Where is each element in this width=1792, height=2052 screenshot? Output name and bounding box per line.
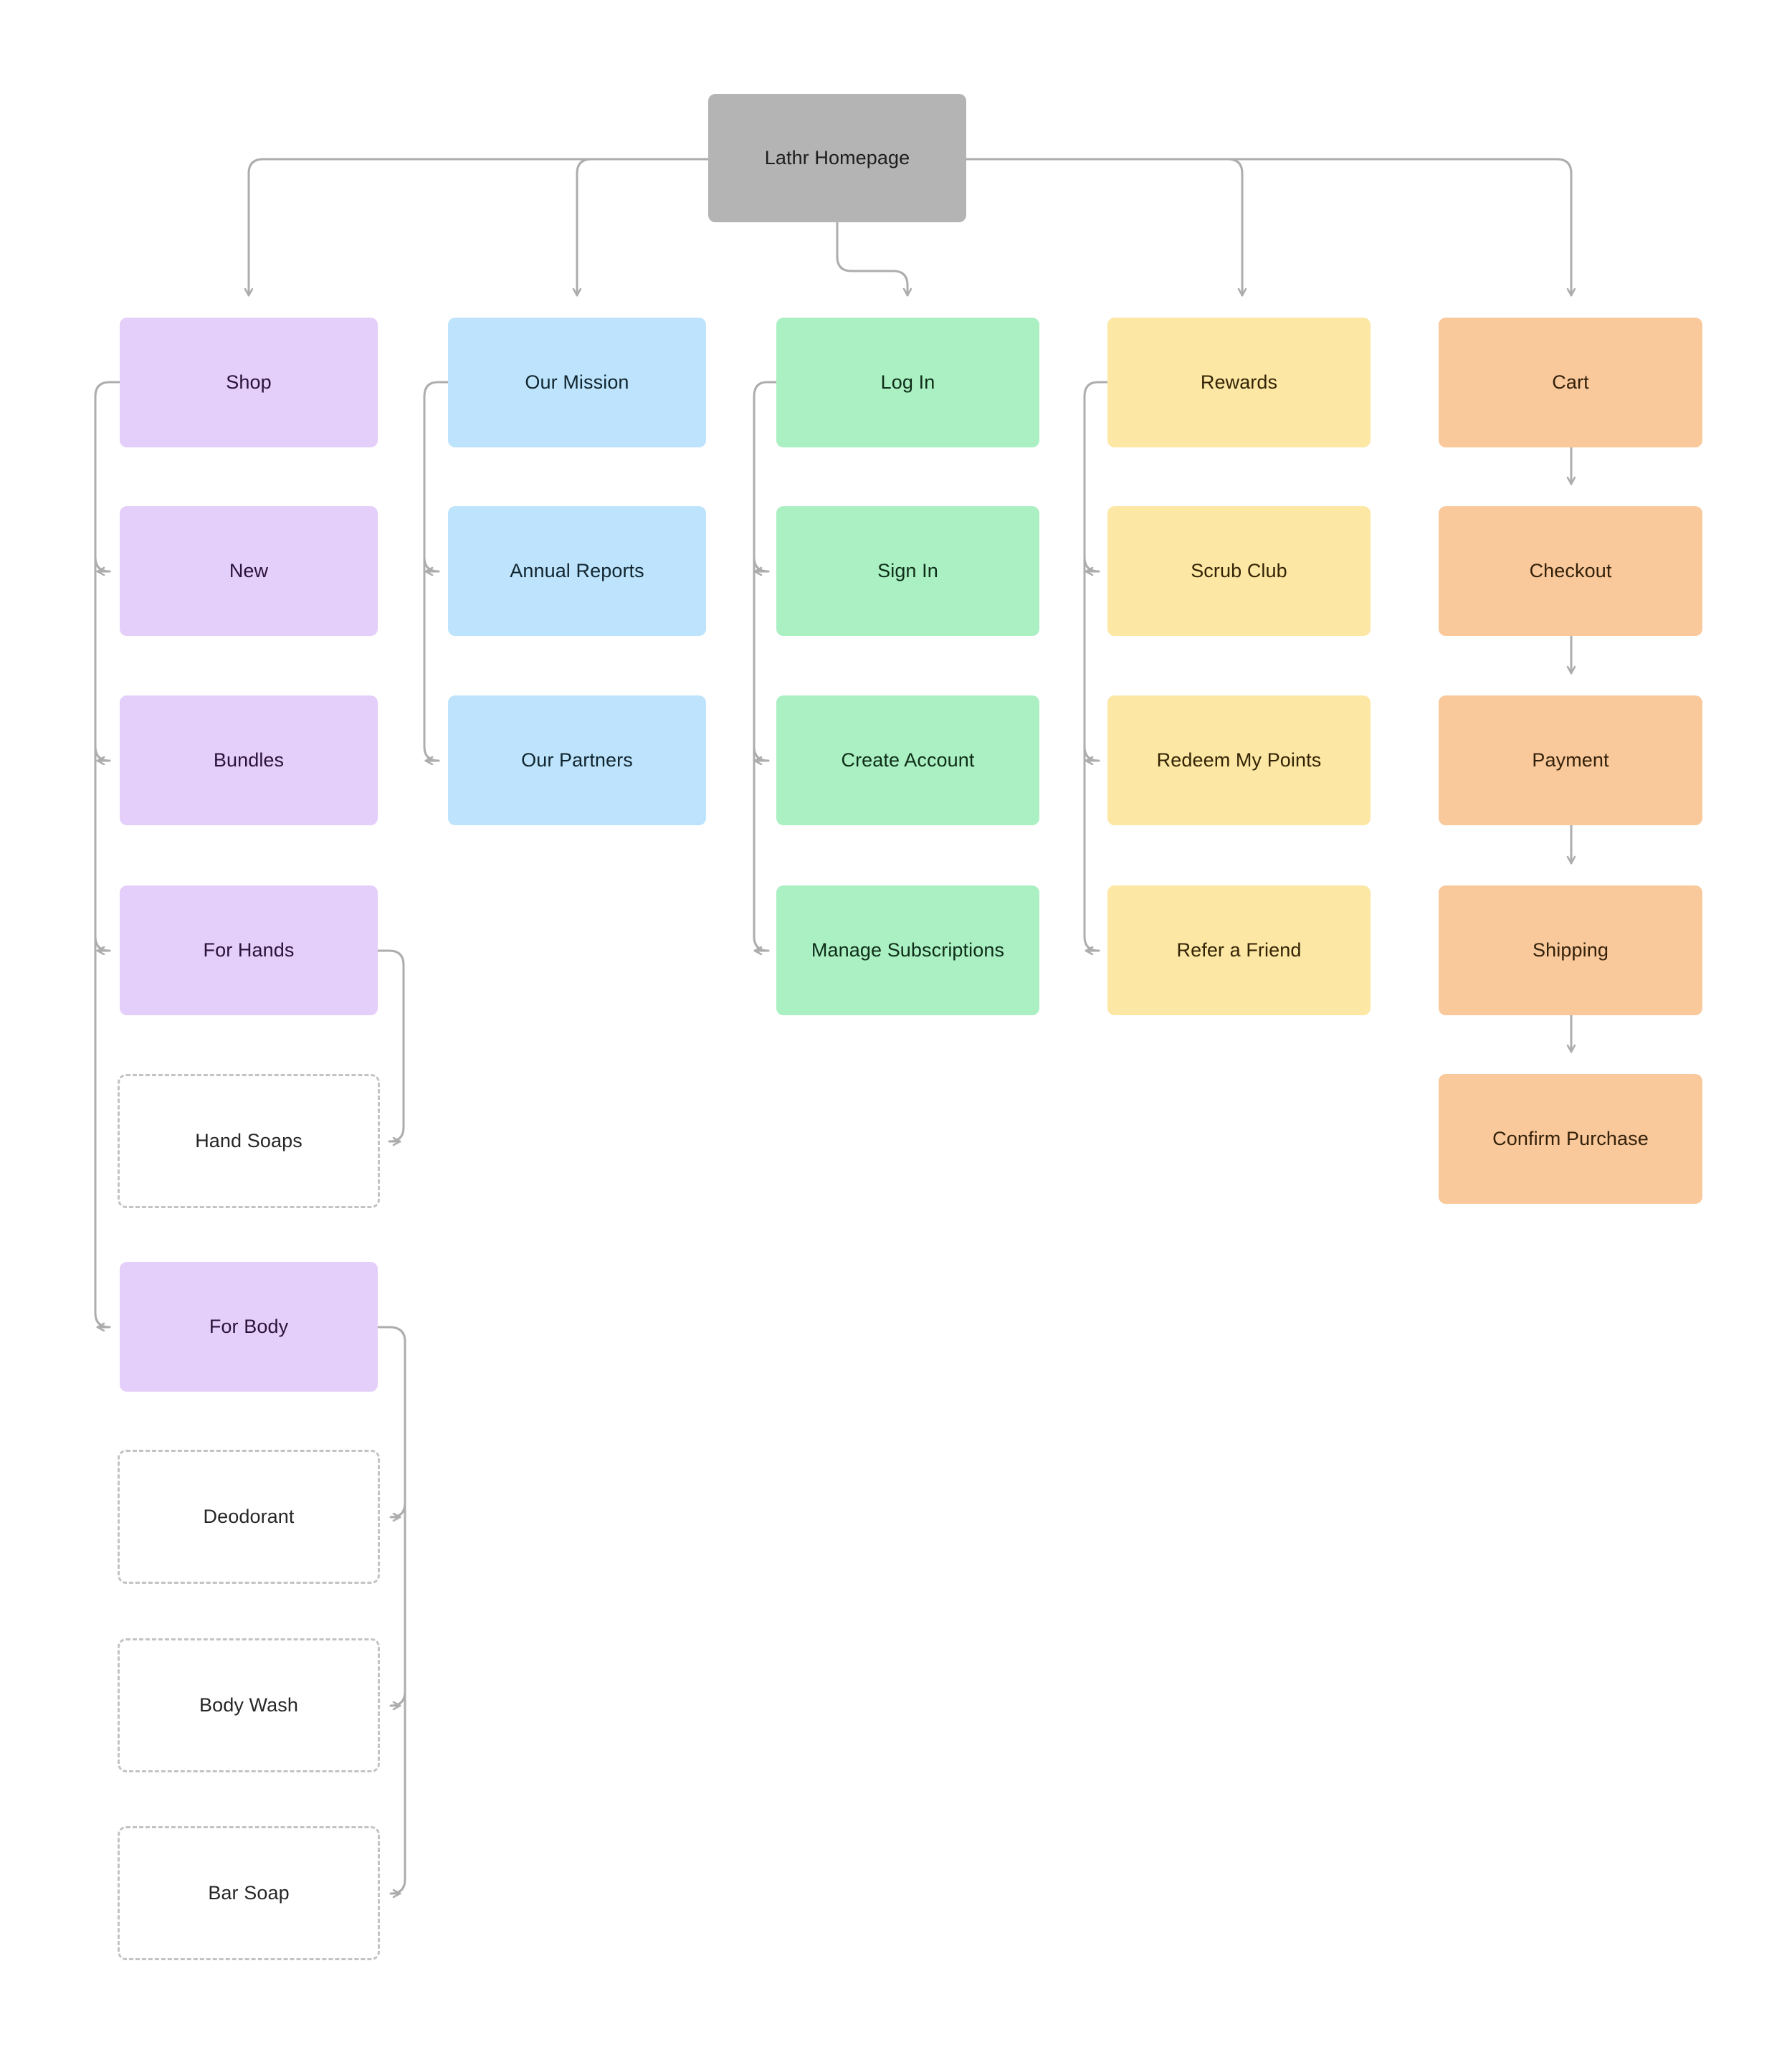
node-log-in[interactable]: Log In [776, 318, 1039, 447]
node-rewards[interactable]: Rewards [1107, 318, 1371, 447]
node-shipping[interactable]: Shipping [1439, 885, 1702, 1015]
edge-root-log-in [836, 221, 907, 297]
edge-our-mission-annual-reports [423, 381, 449, 571]
edge-shop-for-hands [94, 395, 111, 951]
node-body-wash[interactable]: Body Wash [118, 1638, 380, 1772]
node-for-body[interactable]: For Body [120, 1262, 378, 1392]
node-new[interactable]: New [120, 506, 378, 636]
edge-for-body-bar-soap [389, 1340, 406, 1894]
node-shop[interactable]: Shop [120, 318, 378, 447]
node-hand-soaps[interactable]: Hand Soaps [118, 1074, 380, 1208]
node-for-hands[interactable]: For Hands [120, 885, 378, 1015]
edge-log-in-sign-in [753, 381, 778, 571]
node-our-mission[interactable]: Our Mission [448, 318, 706, 447]
node-refer-a-friend[interactable]: Refer a Friend [1107, 885, 1371, 1015]
node-confirm-purchase[interactable]: Confirm Purchase [1439, 1074, 1702, 1204]
node-checkout[interactable]: Checkout [1439, 506, 1702, 636]
node-cart[interactable]: Cart [1439, 318, 1702, 447]
edge-rewards-redeem-my-points [1083, 395, 1100, 761]
edge-root-rewards [965, 158, 1242, 297]
edge-root-cart [965, 158, 1571, 297]
edge-rewards-scrub-club [1083, 381, 1109, 571]
edge-our-mission-our-partners [423, 395, 440, 761]
node-manage-subscriptions[interactable]: Manage Subscriptions [776, 885, 1039, 1015]
node-create-account[interactable]: Create Account [776, 695, 1039, 825]
node-bundles[interactable]: Bundles [120, 695, 378, 825]
node-deodorant[interactable]: Deodorant [118, 1450, 380, 1584]
edge-log-in-manage-subscriptions [753, 395, 770, 951]
edge-for-body-body-wash [389, 1340, 406, 1706]
edge-shop-for-body [94, 395, 111, 1327]
node-annual-reports[interactable]: Annual Reports [448, 506, 706, 636]
node-our-partners[interactable]: Our Partners [448, 695, 706, 825]
edge-rewards-refer-a-friend [1083, 395, 1100, 951]
edge-root-shop [249, 158, 710, 297]
node-scrub-club[interactable]: Scrub Club [1107, 506, 1371, 636]
node-bar-soap[interactable]: Bar Soap [118, 1826, 380, 1960]
edge-shop-bundles [94, 395, 111, 761]
node-root-lathr-homepage[interactable]: Lathr Homepage [708, 94, 966, 222]
node-sign-in[interactable]: Sign In [776, 506, 1039, 636]
edge-for-body-deodorant [376, 1326, 406, 1517]
edge-shop-new [94, 381, 121, 571]
edge-log-in-create-account [753, 395, 770, 761]
edge-root-our-mission [577, 158, 710, 297]
edge-for-hands-hand-soaps [376, 949, 405, 1141]
node-redeem-my-points[interactable]: Redeem My Points [1107, 695, 1371, 825]
node-payment[interactable]: Payment [1439, 695, 1702, 825]
